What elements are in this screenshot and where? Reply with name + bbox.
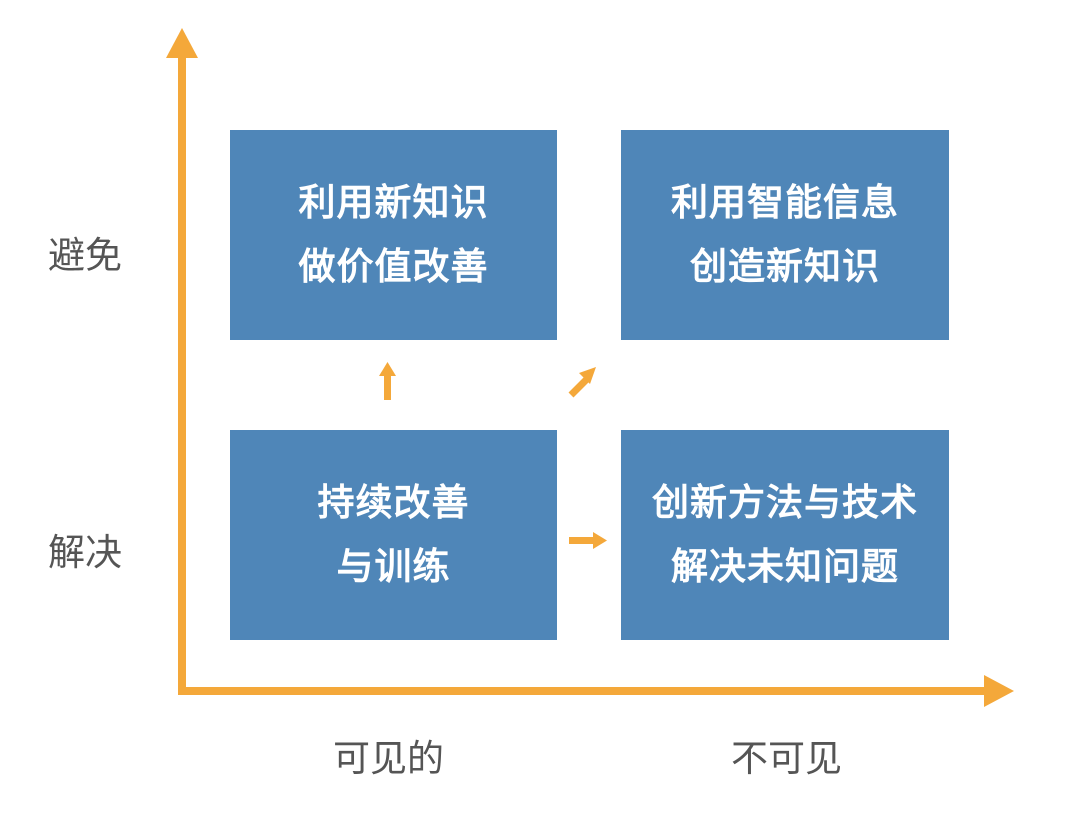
box-text-line: 创新方法与技术 [652,481,918,524]
x-label-visible: 可见的 [333,737,444,780]
x-label-invisible: 不可见 [731,737,842,780]
box-text-line: 持续改善 [317,481,470,524]
y-axis-line [178,55,186,695]
y-label-avoid: 避免 [48,234,122,277]
y-label-solve: 解决 [48,531,122,574]
box-text-line: 利用新知识 [298,181,489,224]
box-text-line: 创造新知识 [690,245,880,288]
box-text-line: 做价值改善 [298,245,489,288]
right-arrow-icon [569,532,607,549]
box-top-left: 利用新知识 做价值改善 [230,130,557,340]
x-axis-arrowhead [984,675,1014,707]
box-bottom-left: 持续改善 与训练 [230,430,557,640]
x-axis-line [178,687,986,695]
box-top-right: 利用智能信息 创造新知识 [621,130,949,340]
up-arrow-icon [379,362,396,400]
box-bottom-right: 创新方法与技术 解决未知问题 [621,430,949,640]
y-axis-arrowhead [166,28,198,58]
diagonal-arrow-icon [568,367,596,398]
box-text-line: 利用智能信息 [671,181,899,224]
box-text-line: 解决未知问题 [671,545,899,588]
box-text-line: 与训练 [336,545,451,588]
